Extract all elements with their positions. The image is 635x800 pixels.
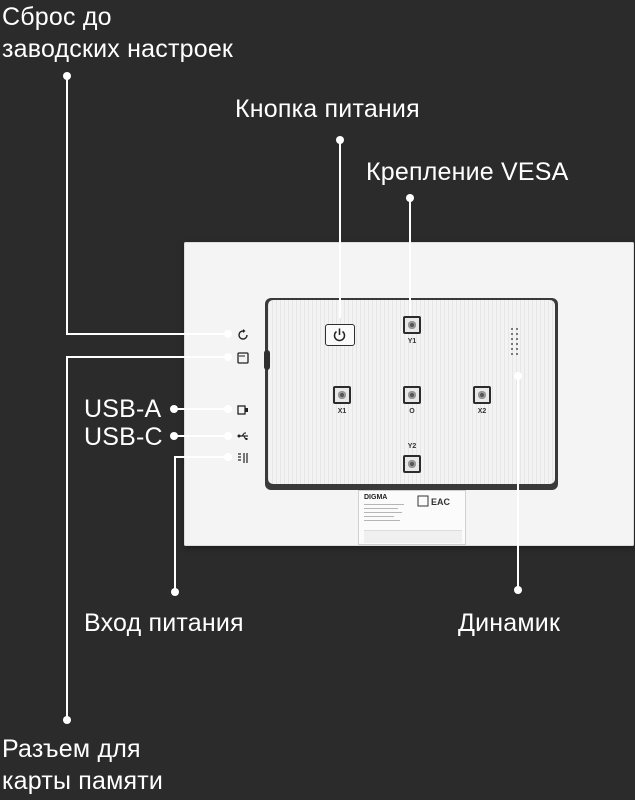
vesa-mount-y2 bbox=[403, 455, 421, 473]
vesa-label-x2: X2 bbox=[477, 408, 487, 415]
vesa-label-y2: Y2 bbox=[407, 443, 417, 450]
speaker-dot-bottom bbox=[514, 586, 522, 594]
power-button-label: Кнопка питания bbox=[235, 95, 420, 123]
power-input-dot-end bbox=[224, 453, 232, 461]
usb-a-label: USB-A bbox=[84, 395, 162, 423]
usb-a-icon bbox=[237, 405, 248, 415]
power-symbol-icon bbox=[333, 328, 346, 342]
card-slot-dot-bottom bbox=[63, 716, 71, 724]
vesa-mount-x2 bbox=[473, 386, 491, 404]
card-slot-stub bbox=[264, 350, 270, 370]
factory-reset-label-line1: Сброс до bbox=[2, 3, 112, 31]
svg-text:EAC: EAC bbox=[431, 497, 451, 507]
power-button bbox=[325, 324, 355, 346]
certification-marks-icon: EAC bbox=[417, 495, 451, 507]
card-slot-dot-end bbox=[224, 353, 232, 361]
card-slot-icon bbox=[237, 352, 249, 364]
usb-c-icon bbox=[237, 432, 248, 440]
vesa-label-center: O bbox=[409, 408, 415, 415]
factory-reset-label-line2: заводских настроек bbox=[2, 35, 234, 63]
reset-dot-end bbox=[224, 330, 232, 338]
speaker-label: Динамик bbox=[458, 609, 561, 637]
vesa-mount-y1 bbox=[403, 316, 421, 334]
usb-a-dot-end bbox=[224, 405, 232, 413]
vesa-mount-center bbox=[403, 386, 421, 404]
usb-c-dot-end bbox=[224, 432, 232, 440]
card-slot-label-line2: карты памяти bbox=[2, 767, 164, 795]
sticker-brand: DIGMA bbox=[364, 494, 388, 501]
sticker-barcode bbox=[364, 530, 462, 543]
power-input-label: Вход питания bbox=[84, 609, 244, 637]
product-sticker: DIGMA EAC bbox=[358, 490, 466, 545]
card-slot-label-line1: Разъем для bbox=[2, 735, 141, 763]
vesa-label-y1: Y1 bbox=[407, 338, 417, 345]
usb-c-label: USB-C bbox=[84, 423, 163, 451]
power-input-icon bbox=[238, 453, 248, 463]
vesa-label-x1: X1 bbox=[337, 408, 347, 415]
reset-icon bbox=[238, 329, 248, 340]
vesa-mount-label: Крепление VESA bbox=[366, 158, 569, 186]
vesa-mount-x1 bbox=[333, 386, 351, 404]
power-input-dot-bottom bbox=[171, 588, 179, 596]
speaker-grille bbox=[508, 326, 522, 360]
